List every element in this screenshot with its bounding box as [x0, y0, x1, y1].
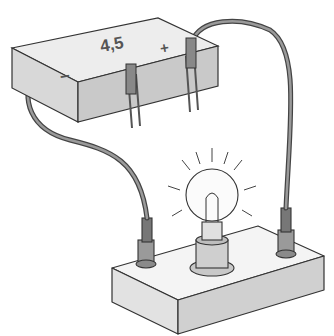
clip-plug — [126, 64, 136, 94]
battery: 4,5+− — [8, 18, 222, 128]
battery-front — [78, 46, 218, 122]
terminal-post — [136, 208, 296, 268]
battery-side — [12, 48, 78, 122]
clip-plug — [186, 38, 196, 68]
voltage-label: 4,5 — [99, 34, 125, 55]
lamp — [186, 169, 238, 276]
light-rays — [168, 148, 256, 216]
